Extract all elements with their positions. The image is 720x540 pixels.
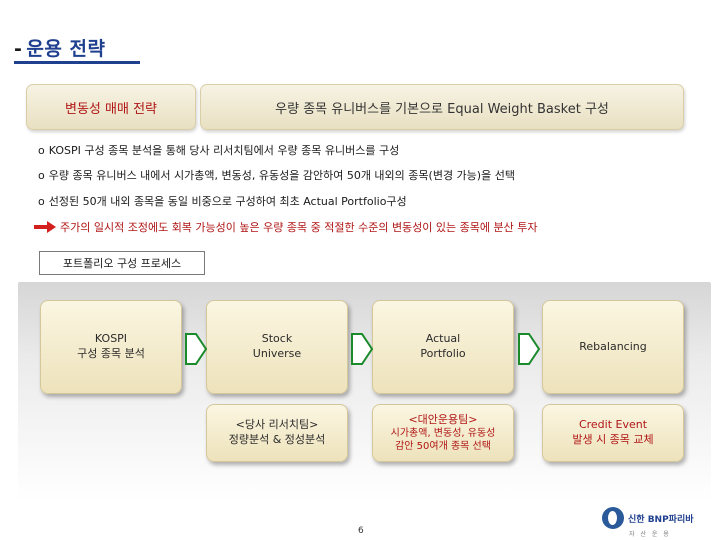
process-label: 포트폴리오 구성 프로세스 xyxy=(39,251,205,275)
logo-text: 신한 BNP파리바 xyxy=(628,514,694,525)
chevron-right-icon xyxy=(351,333,374,365)
page-number: 6 xyxy=(358,526,364,536)
bullet-text: 선정된 50개 내외 종목을 동일 비중으로 구성하여 최초 Actual Po… xyxy=(48,195,407,208)
step-line: Universe xyxy=(252,347,302,360)
red-arrow-icon xyxy=(34,221,56,233)
detail-line: 감안 50여개 종목 선택 xyxy=(395,441,491,453)
step-actual-portfolio: Actual Portfolio xyxy=(372,300,514,394)
bullet-text: KOSPI 구성 종목 분석을 통해 당사 리서치팀에서 우량 종목 유니버스를… xyxy=(48,144,400,157)
detail-line: 발생 시 종목 교체 xyxy=(572,433,654,446)
step-kospi-analysis: KOSPI 구성 종목 분석 xyxy=(40,300,182,394)
detail-credit-event: Credit Event 발생 시 종목 교체 xyxy=(542,404,684,462)
strategy-banner: 변동성 매매 전략 xyxy=(26,84,196,130)
step-rebalancing: Rebalancing xyxy=(542,300,684,394)
logo-subtext: 자 산 운 용 xyxy=(629,531,671,538)
bullet-mark: o xyxy=(38,169,45,182)
chevron-right-icon xyxy=(185,333,208,365)
title-text: 운용 전략 xyxy=(26,38,106,60)
step-line: 구성 종목 분석 xyxy=(77,347,145,360)
strategy-description-text: 우량 종목 유니버스를 기본으로 Equal Weight Basket 구성 xyxy=(275,101,609,117)
logo-emblem-icon xyxy=(602,507,624,529)
step-line: Rebalancing xyxy=(579,339,647,353)
process-label-text: 포트폴리오 구성 프로세스 xyxy=(62,257,182,270)
detail-alternative-team: <대안운용팀> 시가총액, 변동성, 유동성 감안 50여개 종목 선택 xyxy=(372,404,514,462)
bullet-text: 우량 종목 유니버스 내에서 시가총액, 변동성, 유동성을 감안하여 50개 … xyxy=(48,169,515,182)
step-line: Actual xyxy=(425,332,461,346)
detail-line: 정량분석 & 정성분석 xyxy=(228,433,326,446)
bullet-mark: o xyxy=(38,144,45,157)
detail-line: Credit Event xyxy=(578,418,648,432)
page-title: -운용 전략 xyxy=(14,34,105,61)
strategy-banner-text: 변동성 매매 전략 xyxy=(65,101,157,117)
detail-line: <대안운용팀> xyxy=(408,412,478,426)
step-line: Stock xyxy=(261,332,293,346)
strategy-description-banner: 우량 종목 유니버스를 기본으로 Equal Weight Basket 구성 xyxy=(200,84,684,130)
step-line: KOSPI xyxy=(94,332,128,346)
company-logo: 신한 BNP파리바 xyxy=(602,507,694,529)
detail-line: <당사 리서치팀> xyxy=(235,418,319,432)
chevron-right-icon xyxy=(518,333,541,365)
title-dash: - xyxy=(14,38,23,60)
step-stock-universe: Stock Universe xyxy=(206,300,348,394)
detail-research-team: <당사 리서치팀> 정량분석 & 정성분석 xyxy=(206,404,348,462)
title-underline xyxy=(14,61,140,64)
key-point-text: 주가의 일시적 조정에도 회복 가능성이 높은 우량 종목 중 적절한 수준의 … xyxy=(60,221,538,234)
key-point: 주가의 일시적 조정에도 회복 가능성이 높은 우량 종목 중 적절한 수준의 … xyxy=(34,219,538,235)
step-line: Portfolio xyxy=(420,347,466,360)
detail-line: 시가총액, 변동성, 유동성 xyxy=(390,428,496,440)
bullet-mark: o xyxy=(38,195,45,208)
